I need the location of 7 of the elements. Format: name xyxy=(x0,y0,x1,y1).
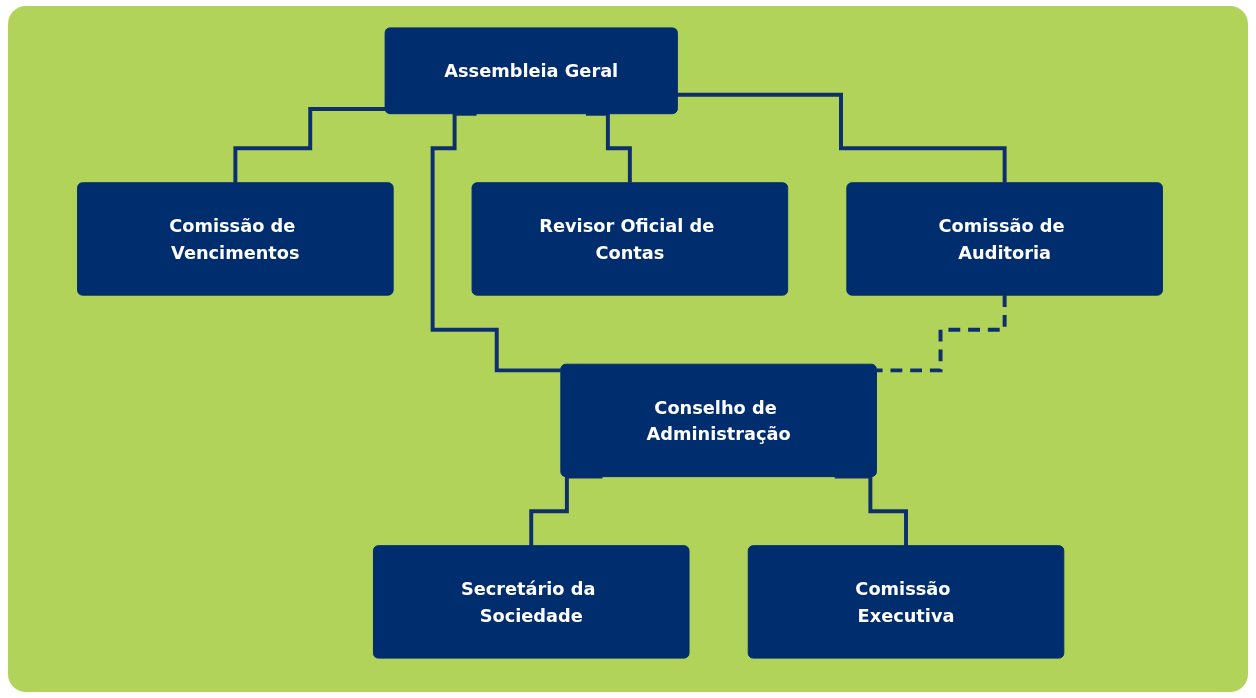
node-box: Comissão de Auditoria xyxy=(846,182,1163,296)
node-box: Secretário da Sociedade xyxy=(372,545,690,659)
node-box: Revisor Oficial de Contas xyxy=(471,182,789,296)
node-box: Comissão de Vencimentos xyxy=(77,182,394,296)
node-box: Assembleia Geral xyxy=(384,27,678,115)
node-box: Conselho de Administração xyxy=(560,363,877,478)
node-box: Comissão Executiva xyxy=(747,545,1065,659)
